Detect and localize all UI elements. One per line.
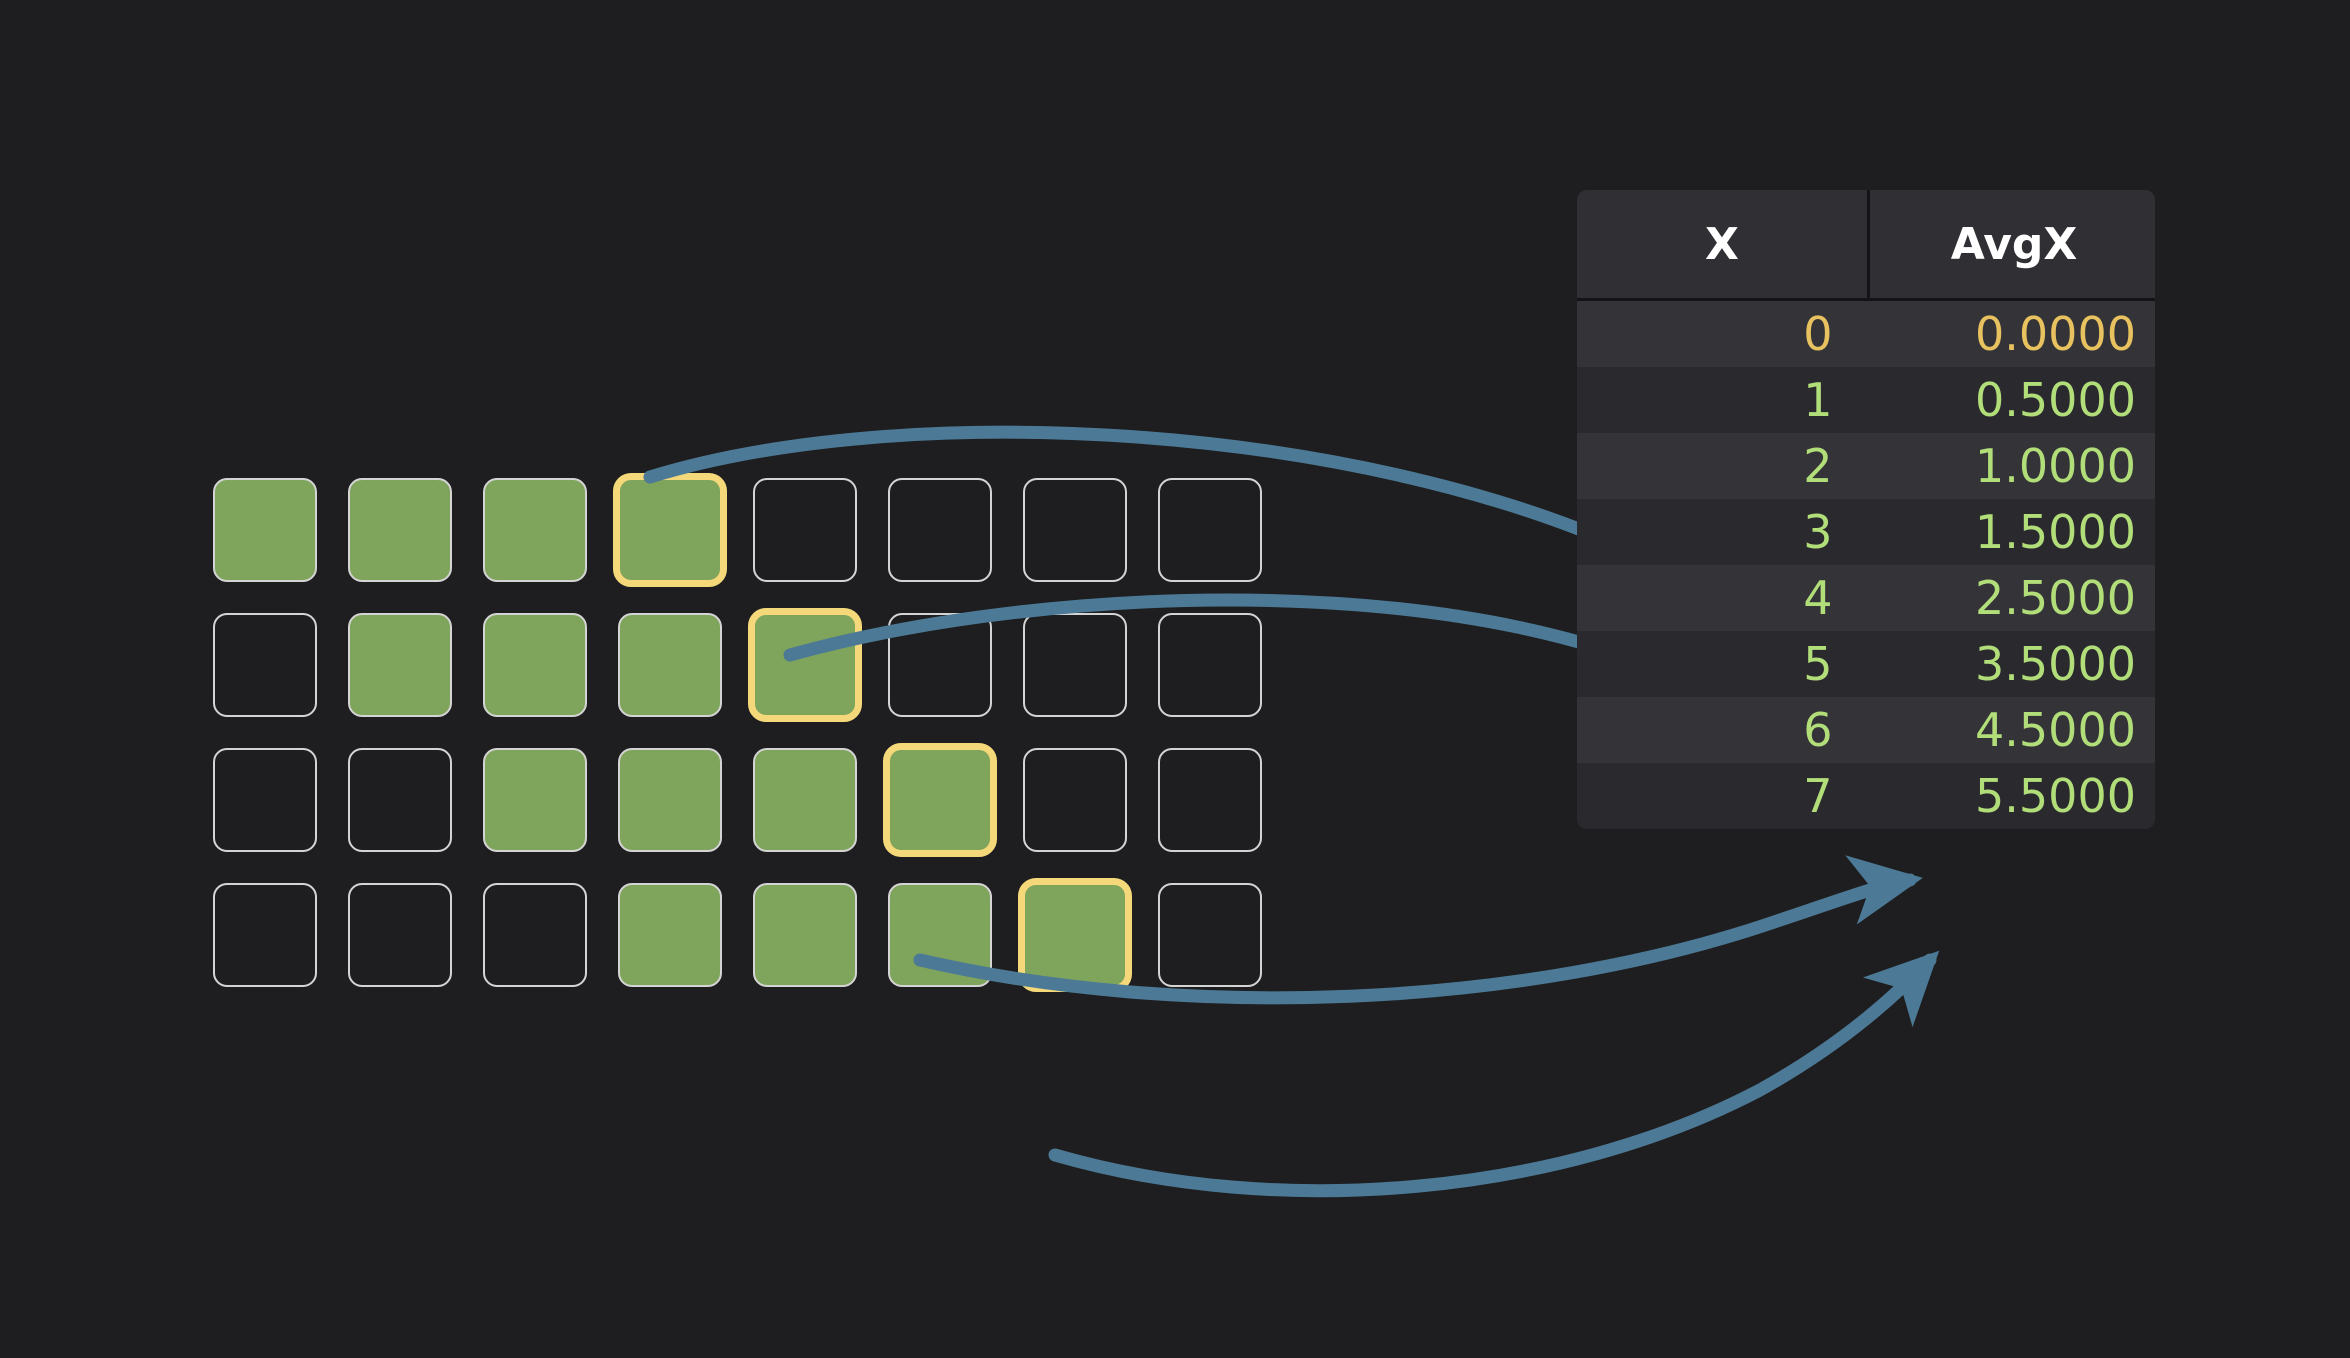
table-cell-x: 2: [1577, 433, 1869, 499]
grid-cell-r2-c4[interactable]: [753, 748, 857, 852]
table-cell-avgx: 3.5000: [1868, 631, 2155, 697]
table-cell-avgx: 1.0000: [1868, 433, 2155, 499]
grid-cell-r1-c6[interactable]: [1023, 613, 1127, 717]
grid-cell-r3-c5[interactable]: [888, 883, 992, 987]
table-cell-x: 7: [1577, 763, 1869, 829]
table-cell-avgx: 5.5000: [1868, 763, 2155, 829]
grid-cell-r2-c7[interactable]: [1158, 748, 1262, 852]
grid-cell-r2-c6[interactable]: [1023, 748, 1127, 852]
table-cell-avgx: 4.5000: [1868, 697, 2155, 763]
grid-cell-r0-c6[interactable]: [1023, 478, 1127, 582]
grid-cell-r1-c0[interactable]: [213, 613, 317, 717]
grid-cell-r2-c0[interactable]: [213, 748, 317, 852]
table-cell-avgx: 1.5000: [1868, 499, 2155, 565]
grid-cell-r0-c2[interactable]: [483, 478, 587, 582]
grid-cell-r3-c0[interactable]: [213, 883, 317, 987]
table-cell-x: 1: [1577, 367, 1869, 433]
grid-cell-r3-c7[interactable]: [1158, 883, 1262, 987]
grid-cell-r2-c5-highlighted[interactable]: [883, 743, 997, 857]
column-header-avgx: AvgX: [1868, 190, 2155, 301]
grid-cell-r0-c1[interactable]: [348, 478, 452, 582]
grid-cell-r2-c1[interactable]: [348, 748, 452, 852]
grid-cell-r3-c4[interactable]: [753, 883, 857, 987]
grid-cell-r0-c7[interactable]: [1158, 478, 1262, 582]
grid-cell-r0-c4[interactable]: [753, 478, 857, 582]
grid-cell-r0-c3-highlighted[interactable]: [613, 473, 727, 587]
table-cell-x: 6: [1577, 697, 1869, 763]
grid-cell-r1-c2[interactable]: [483, 613, 587, 717]
table-cell-avgx: 0.0000: [1868, 299, 2155, 367]
table-cell-x: 5: [1577, 631, 1869, 697]
table-header-row: X AvgX: [1577, 190, 2155, 301]
grid-cell-r0-c5[interactable]: [888, 478, 992, 582]
grid-cell-r1-c4-highlighted[interactable]: [748, 608, 862, 722]
grid-cell-r3-c3[interactable]: [618, 883, 722, 987]
grid-cell-r1-c3[interactable]: [618, 613, 722, 717]
grid-cell-r3-c1[interactable]: [348, 883, 452, 987]
grid-cell-r1-c5[interactable]: [888, 613, 992, 717]
grid-cell-r1-c7[interactable]: [1158, 613, 1262, 717]
table-cell-x: 0: [1577, 299, 1869, 367]
grid-cell-r3-c6-highlighted[interactable]: [1018, 878, 1132, 992]
column-header-x: X: [1577, 190, 1870, 301]
grid-cell-r1-c1[interactable]: [348, 613, 452, 717]
table-head: X AvgX: [1577, 190, 2155, 301]
grid-cell-r0-c0[interactable]: [213, 478, 317, 582]
table-cell-x: 4: [1577, 565, 1869, 631]
grid-cell-r3-c2[interactable]: [483, 883, 587, 987]
arrow-row3-to-row6: [1048, 950, 1940, 1198]
table-cell-x: 3: [1577, 499, 1869, 565]
table-cell-avgx: 0.5000: [1868, 367, 2155, 433]
table-cell-avgx: 2.5000: [1868, 565, 2155, 631]
grid-cell-r2-c2[interactable]: [483, 748, 587, 852]
grid-cell-r2-c3[interactable]: [618, 748, 722, 852]
